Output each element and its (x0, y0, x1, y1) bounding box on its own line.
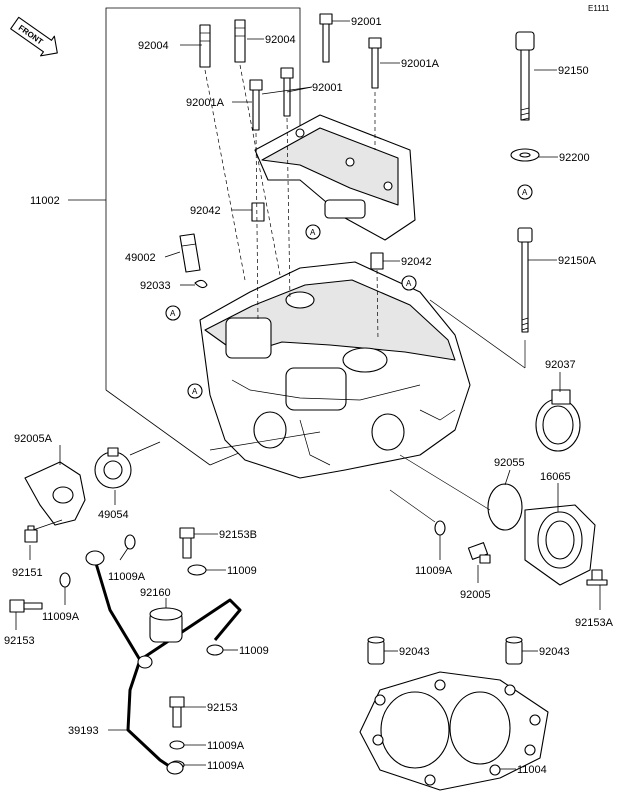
bolt (179, 527, 195, 559)
projection-lines (204, 64, 379, 341)
part-label: 92004 (265, 34, 296, 46)
part-label: 92001A (401, 58, 440, 70)
part-label: 92004 (138, 40, 169, 52)
part-label: 11009A (108, 571, 146, 583)
washer (59, 520, 446, 770)
ref-marker-a: A (517, 184, 533, 200)
circlip (194, 279, 208, 289)
head-gasket (359, 671, 549, 791)
svg-text:A: A (192, 387, 198, 396)
part-label: 16065 (540, 471, 571, 483)
camshaft-holder (254, 114, 416, 241)
stud-bolt (199, 19, 246, 68)
bolt (9, 599, 43, 613)
part-label: 92005 (460, 589, 491, 601)
svg-text:A: A (170, 309, 176, 318)
part-label: 49002 (125, 252, 156, 264)
cylinder-head (199, 261, 471, 479)
ref-marker-a: A (401, 275, 417, 291)
part-label: 92033 (140, 280, 171, 292)
part-label: 49054 (98, 509, 129, 521)
projection-lines (429, 299, 526, 369)
thermostat (94, 447, 132, 489)
part-label: 92055 (494, 457, 525, 469)
part-label: 11009A (415, 565, 453, 577)
projection-lines (129, 441, 161, 456)
part-label: 92150 (558, 65, 589, 77)
dowel-pin (367, 636, 523, 665)
part-label: 92200 (559, 152, 590, 164)
ref-marker-a: A (187, 383, 203, 399)
part-label: 92043 (539, 646, 570, 658)
part-label: 92043 (399, 646, 430, 658)
projection-lines (209, 431, 321, 451)
front-arrow-icon: FRONT (10, 16, 58, 57)
projection-lines (32, 519, 63, 531)
svg-text:A: A (406, 279, 412, 288)
bolt (586, 569, 608, 586)
part-label: 92001A (186, 97, 225, 109)
part-label: 11009 (227, 565, 257, 577)
part-label: 92037 (545, 359, 576, 371)
part-label: 92005A (14, 433, 53, 445)
ref-marker-a: A (305, 224, 321, 240)
part-label: 92042 (401, 256, 432, 268)
part-label: 11004 (517, 764, 547, 776)
part-label: 92151 (12, 567, 43, 579)
bracket-line (105, 7, 301, 200)
part-label: 92153 (4, 635, 35, 647)
o-ring (487, 483, 523, 531)
svg-text:A: A (310, 228, 316, 237)
head-bolt (510, 31, 540, 333)
flange-bolt (249, 13, 382, 131)
part-label: 92153A (575, 617, 614, 629)
intake-holder (524, 504, 596, 586)
bolt (24, 525, 38, 543)
part-label: 92042 (190, 205, 221, 217)
part-label: 92153B (219, 529, 257, 541)
leader-lines (15, 20, 601, 770)
diagram-code: E1111 (588, 4, 610, 13)
fitting (467, 542, 491, 564)
part-label: 11009A (42, 611, 80, 623)
part-label: 92150A (558, 255, 597, 267)
part-label: 11009 (239, 645, 269, 657)
part-label: 11009A (207, 760, 245, 772)
part-label: 92001 (351, 16, 382, 28)
thermostat-housing (24, 461, 86, 526)
svg-text:A: A (522, 188, 528, 197)
rubber-damper (149, 607, 183, 643)
bracket-line (105, 389, 211, 466)
part-label: 11002 (30, 195, 60, 207)
hose-clamp (535, 389, 581, 452)
part-label: 39193 (68, 725, 99, 737)
part-label: 92160 (140, 587, 171, 599)
part-label: 11009A (207, 740, 245, 752)
part-labels: 92004 92004 92001 92001A 92001A 92001 11… (4, 16, 614, 776)
part-label: 92153 (207, 702, 238, 714)
bolt (169, 696, 185, 728)
valve-guide (179, 233, 201, 273)
part-label: 92001 (312, 82, 343, 94)
ref-marker-a: A (165, 305, 181, 321)
